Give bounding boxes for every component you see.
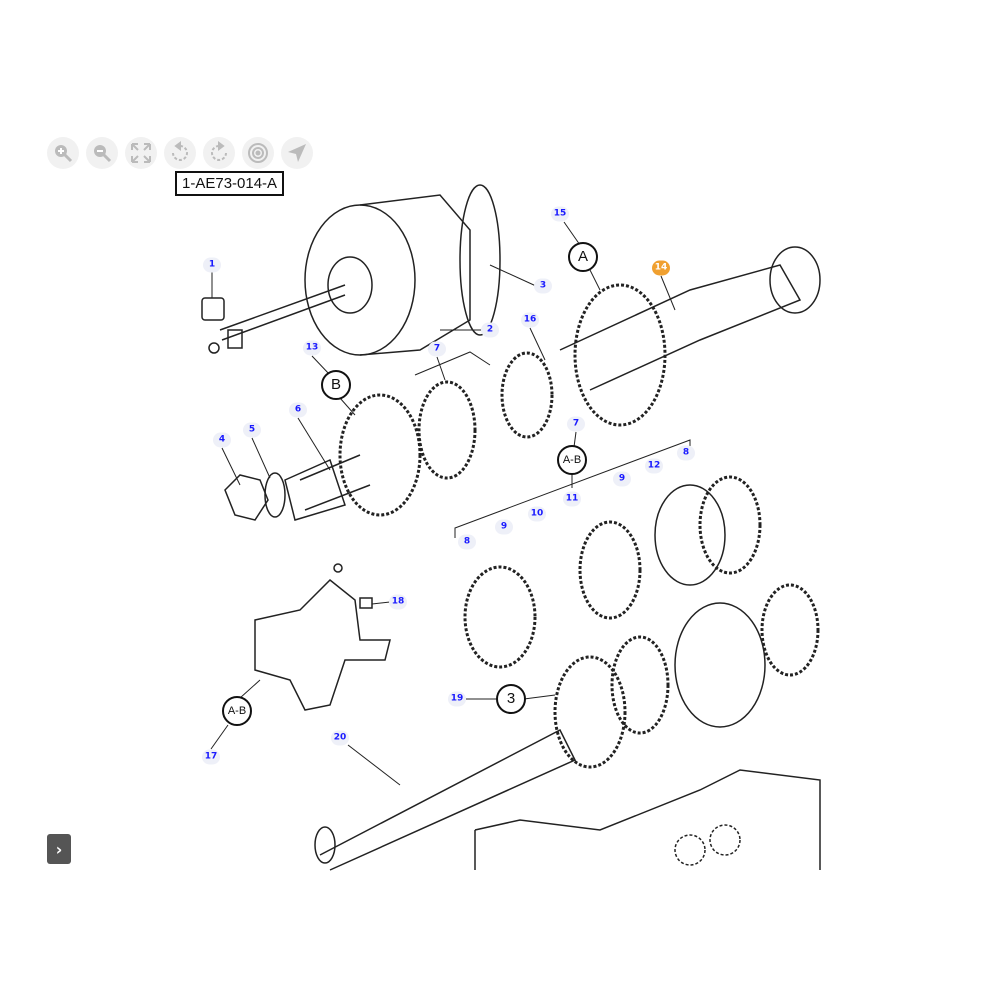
part-callout-7[interactable]: 7 [428,341,446,357]
part-callout-1[interactable]: 1 [203,257,221,273]
part-callout-9[interactable]: 9 [613,471,631,487]
part-callout-2[interactable]: 2 [481,322,499,338]
part-callout-4[interactable]: 4 [213,432,231,448]
gears [338,283,820,769]
shift-fork [254,563,391,711]
part-callout-19[interactable]: 19 [448,691,466,707]
part-callout-10[interactable]: 10 [528,506,546,522]
next-page-button[interactable]: › [47,834,71,864]
part-callout-12[interactable]: 12 [645,458,663,474]
assembly-marker: A [568,242,598,272]
part-callout-18[interactable]: 18 [389,594,407,610]
part-callout-8[interactable]: 8 [677,445,695,461]
part-callout-15[interactable]: 15 [551,206,569,222]
part-callout-9[interactable]: 9 [495,519,513,535]
leader-lines [210,221,691,786]
assembly-marker: 3 [496,684,526,714]
rotate-right-icon [211,141,227,161]
part-callout-8[interactable]: 8 [458,534,476,550]
part-callout-7[interactable]: 7 [567,416,585,432]
fit-screen-icon [131,143,151,163]
assembly-marker: A-B [557,445,587,475]
part-callout-3[interactable]: 3 [534,278,552,294]
part-callout-17[interactable]: 17 [202,749,220,765]
rotate-right-button[interactable] [203,137,235,169]
zoom-out-icon [94,145,112,163]
part-callout-16[interactable]: 16 [521,312,539,328]
zoom-in-icon [55,145,73,163]
shafts [299,246,821,871]
target-button[interactable] [242,137,274,169]
part-callout-6[interactable]: 6 [289,402,307,418]
navigate-arrow-icon [288,144,306,162]
diagram-reference-label: 1-AE73-014-A [175,171,285,196]
rotate-left-icon [172,141,188,161]
rotate-left-button[interactable] [164,137,196,169]
part-callout-14[interactable]: 14 [652,260,670,276]
part-callout-13[interactable]: 13 [303,340,321,356]
chevron-right-icon: › [55,839,63,859]
gearbox-casing [474,769,821,870]
assembly-marker: B [321,370,351,400]
part-callout-5[interactable]: 5 [243,422,261,438]
zoom-out-button[interactable] [86,137,118,169]
viewer-toolbar [47,137,313,169]
navigate-button[interactable] [281,137,313,169]
target-icon [248,143,268,163]
part-callout-20[interactable]: 20 [331,730,349,746]
zoom-in-button[interactable] [47,137,79,169]
assembly-marker: A-B [222,696,252,726]
part-callout-11[interactable]: 11 [563,491,581,507]
small-parts [201,297,346,521]
fit-screen-button[interactable] [125,137,157,169]
